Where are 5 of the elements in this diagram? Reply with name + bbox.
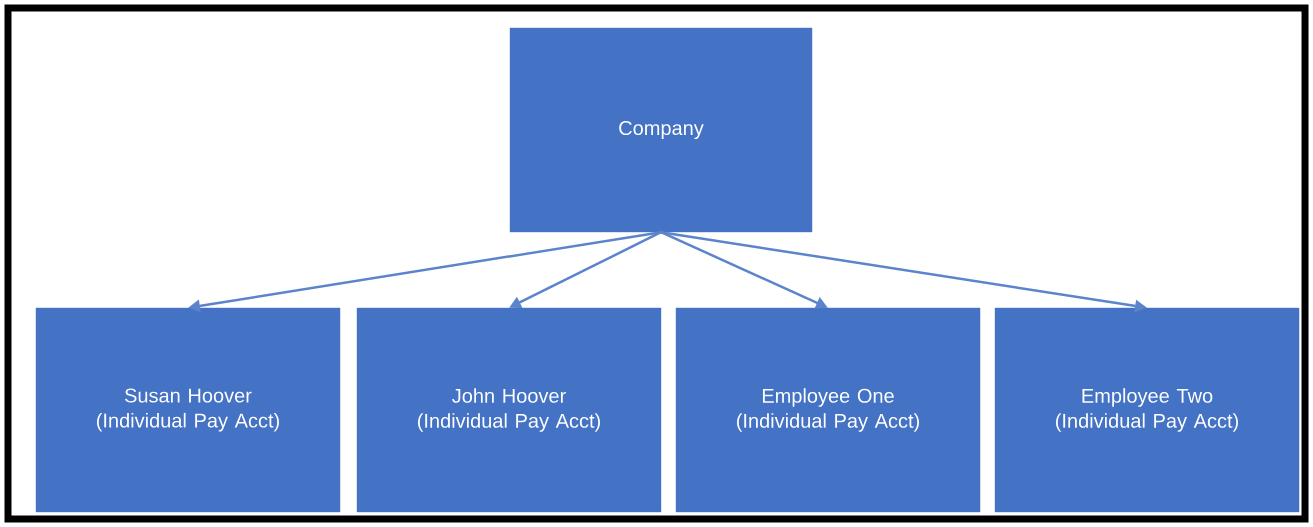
process-box: Employee One (Individual Pay Acct) (675, 307, 981, 513)
process-box: Employee Two (Individual Pay Acct) (994, 307, 1300, 513)
process-box: Susan Hoover (Individual Pay Acct) (35, 307, 341, 513)
process-box: Company (509, 27, 813, 233)
process-box: John Hoover (Individual Pay Acct) (356, 307, 662, 513)
